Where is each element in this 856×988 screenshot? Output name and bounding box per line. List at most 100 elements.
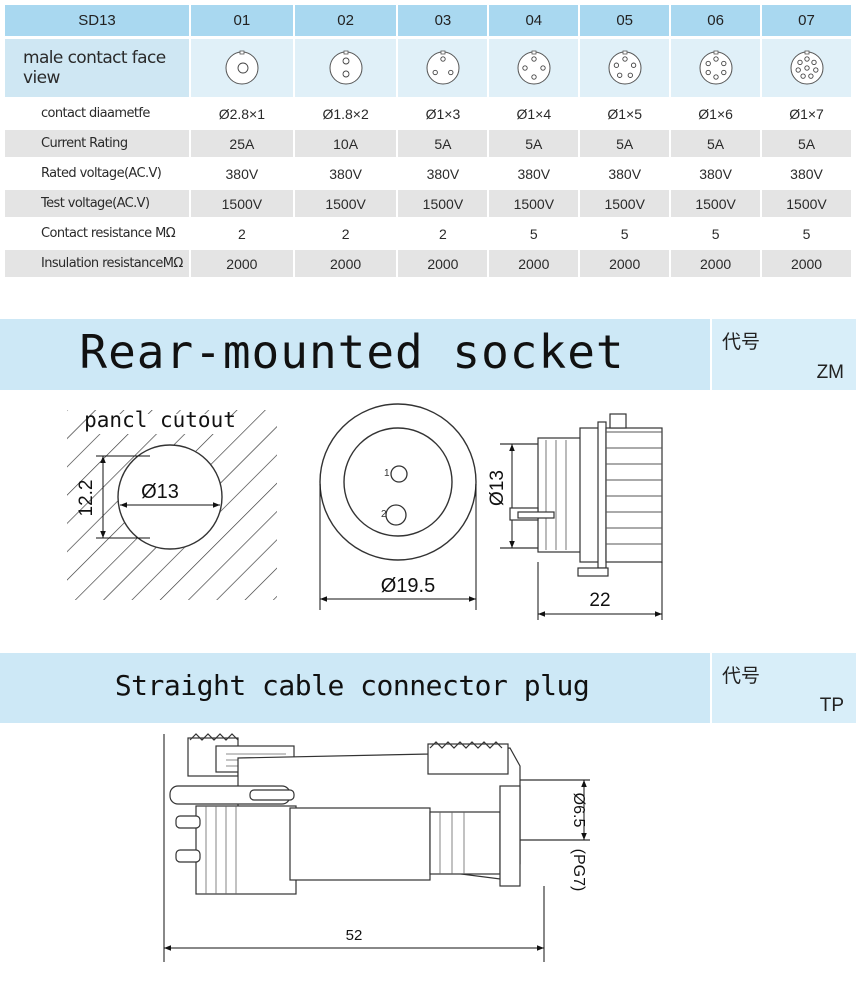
table-cell: 1500V [580, 190, 670, 217]
cutout-height-label: 12.2 [76, 480, 97, 517]
row-label: Current Rating [5, 130, 189, 157]
table-cell: 2000 [294, 250, 397, 277]
table-cell: 5A [398, 130, 488, 157]
contact-face-cell [398, 39, 488, 97]
contact-face-icon [517, 50, 551, 85]
socket-title: Rear-mounted socket [79, 325, 625, 379]
contact-face-icon [329, 50, 363, 85]
plug-code-value: TP [819, 695, 844, 716]
table-cell: 5 [671, 220, 761, 247]
table-cell: 1500V [398, 190, 488, 217]
table-cell: 25A [191, 130, 293, 157]
contact-face-cell [191, 39, 293, 97]
table-cell: Ø1.8×2 [294, 100, 397, 127]
plug-drawing: Ø6.5 (PG7) 52 [163, 733, 590, 962]
table-cell: 1500V [762, 190, 851, 217]
table-cell: 2 [191, 220, 293, 247]
table-cell: 380V [671, 160, 761, 187]
table-cell: 2000 [580, 250, 670, 277]
row-label: male contact face view [5, 39, 189, 97]
gland-label: (PG7) [570, 849, 587, 892]
table-cell: Ø1×3 [398, 100, 488, 127]
column-header: 04 [489, 5, 579, 36]
table-cell: 1500V [671, 190, 761, 217]
table-cell: 380V [294, 160, 397, 187]
table-cell: 10A [294, 130, 397, 157]
table-cell: 2 [294, 220, 397, 247]
socket-side-drawing [500, 413, 663, 620]
table-cell: 380V [191, 160, 293, 187]
row-label: Insulation resistanceMΩ [5, 250, 189, 277]
contact-face-cell [580, 39, 670, 97]
cutout-label: pancl cutout [84, 408, 236, 432]
cutout-diameter-label: Ø13 [141, 481, 179, 503]
table-cell: 2000 [762, 250, 851, 277]
table-cell: 1500V [191, 190, 293, 217]
face-view-row: male contact face view [5, 39, 851, 97]
contact-face-cell [489, 39, 579, 97]
plug-code-box: 代号 TP [710, 653, 856, 723]
table-cell: 380V [489, 160, 579, 187]
socket-pin2-label: 2 [381, 509, 387, 520]
table-cell: 2 [398, 220, 488, 247]
table-cell: Ø1×5 [580, 100, 670, 127]
socket-code-label: 代号 [722, 331, 761, 353]
contact-face-cell [671, 39, 761, 97]
plug-title: Straight cable connector plug [114, 669, 590, 702]
contact-face-icon [699, 50, 733, 85]
table-cell: 380V [580, 160, 670, 187]
table-cell: 2000 [191, 250, 293, 277]
column-header: 01 [191, 5, 293, 36]
cable-diameter-label: Ø6.5 [570, 793, 587, 828]
panel-cutout-drawing: pancl cutout Ø13 12.2 [67, 408, 277, 600]
spec-table: SD13 01 02 03 04 05 06 07 male contact f… [3, 2, 853, 280]
row-label: Test voltage(AC.V) [5, 190, 189, 217]
table-cell: 5A [489, 130, 579, 157]
contact-face-cell [294, 39, 397, 97]
table-cell: Ø1×7 [762, 100, 851, 127]
table-cell: 380V [762, 160, 851, 187]
side-length-label: 22 [589, 590, 610, 611]
contact-face-icon [426, 50, 460, 85]
table-cell: 2000 [398, 250, 488, 277]
plug-section-header: Straight cable connector plug 代号 TP [0, 653, 856, 723]
socket-face-drawing: 1 2 Ø19.5 [319, 403, 477, 610]
side-diameter-label: Ø13 [487, 470, 508, 506]
contact-face-icon [790, 50, 824, 85]
plug-length-label: 52 [346, 927, 363, 944]
socket-drawings: pancl cutout Ø13 12.2 1 2 Ø19.5 [67, 403, 663, 620]
socket-section-header: Rear-mounted socket 代号 ZM [0, 319, 856, 390]
face-diameter-label: Ø19.5 [381, 575, 435, 597]
table-cell: 2000 [489, 250, 579, 277]
contact-face-icon [225, 50, 259, 85]
table-cell: Ø1×6 [671, 100, 761, 127]
table-cell: 380V [398, 160, 488, 187]
socket-code-value: ZM [816, 362, 844, 383]
table-cell: 5 [580, 220, 670, 247]
row-label: contact diaametfe [5, 100, 189, 127]
socket-pin1-label: 1 [384, 468, 390, 479]
table-cell: 5 [489, 220, 579, 247]
column-header: 06 [671, 5, 761, 36]
row-label: Rated voltage(AC.V) [5, 160, 189, 187]
contact-face-icon [608, 50, 642, 85]
contact-face-cell [762, 39, 851, 97]
column-header: 03 [398, 5, 488, 36]
column-header: 07 [762, 5, 851, 36]
table-cell: 5 [762, 220, 851, 247]
table-cell: Ø1×4 [489, 100, 579, 127]
table-cell: 5A [580, 130, 670, 157]
socket-code-box: 代号 ZM [710, 319, 856, 390]
row-label: Contact resistance MΩ [5, 220, 189, 247]
table-cell: 5A [671, 130, 761, 157]
table-corner-cell: SD13 [5, 5, 189, 36]
table-cell: 2000 [671, 250, 761, 277]
table-header-row: SD13 01 02 03 04 05 06 07 [5, 5, 851, 36]
plug-code-label: 代号 [722, 665, 761, 687]
